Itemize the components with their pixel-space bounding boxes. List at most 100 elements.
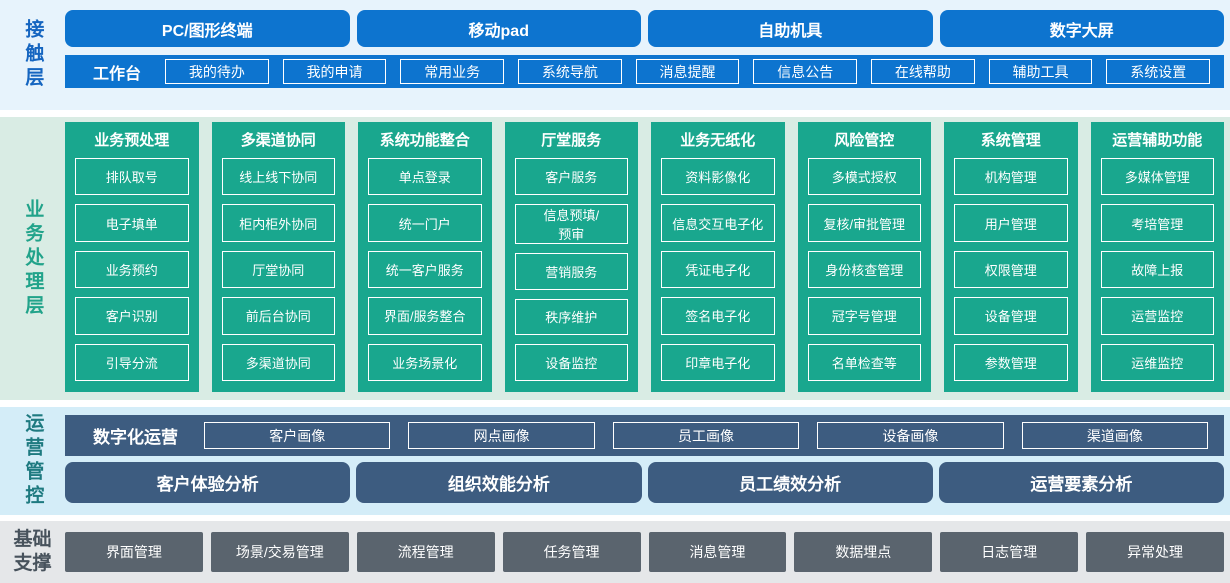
- terminal-box: PC/图形终端: [65, 10, 350, 47]
- digital-operations-label: 数字化运营: [93, 428, 178, 447]
- business-item-label: 信息交互电子化: [672, 216, 764, 232]
- business-item: 线上线下协同: [221, 158, 335, 196]
- business-column: 多渠道协同 线上线下协同 柜内柜外协同: [211, 122, 345, 392]
- foundation-box-label: 任务管理: [543, 544, 600, 560]
- business-item: 前后台协同: [221, 297, 335, 335]
- workbench-item: 我的申请: [282, 59, 387, 84]
- workbench-item-label: 常用业务: [424, 63, 481, 80]
- business-item: 秩序维护: [514, 298, 628, 336]
- business-item: 故障上报: [1100, 250, 1214, 289]
- operations-layer-band: 运营管控 数字化运营 客户画像 网点画像 员: [0, 407, 1230, 515]
- workbench-item-label: 系统导航: [541, 63, 598, 80]
- business-item-label: 客户识别: [105, 309, 158, 325]
- workbench-item-label: 在线帮助: [894, 63, 951, 80]
- business-column-title: 风险管控: [834, 132, 895, 149]
- business-item: 业务场景化: [368, 343, 482, 382]
- business-column: 系统管理 机构管理 用户管理 权: [944, 122, 1078, 392]
- business-column-title: 业务预处理: [94, 132, 170, 149]
- business-column-items: 机构管理 用户管理 权限管理 设备管理: [954, 158, 1068, 382]
- business-column-title: 业务无纸化: [680, 132, 756, 149]
- business-item-label: 名单检查等: [831, 355, 897, 371]
- operations-layer-label: 运营管控: [22, 413, 44, 509]
- business-item-label: 身份核查管理: [825, 263, 904, 279]
- business-column-items: 客户服务 信息预填/ 预审 营销服务 秩序维护: [514, 158, 628, 381]
- business-item: 界面/服务整合: [368, 297, 482, 335]
- business-columns: 业务预处理 排队取号 电子填单: [65, 117, 1230, 400]
- analysis-box-label: 运营要素分析: [1030, 475, 1133, 494]
- business-item: 营销服务: [514, 252, 628, 290]
- business-item: 运维监控: [1100, 343, 1214, 382]
- analysis-box-label: 组织效能分析: [447, 475, 550, 494]
- business-item: 用户管理: [954, 204, 1068, 242]
- workbench-item-label: 我的申请: [306, 63, 363, 80]
- foundation-box-label: 消息管理: [689, 544, 746, 560]
- business-item: 业务预约: [75, 250, 189, 289]
- business-item: 多媒体管理: [1100, 158, 1214, 196]
- business-item: 印章电子化: [661, 343, 775, 382]
- workbench-items: 我的待办 我的申请 常用业务 系统导航: [165, 59, 1211, 84]
- business-item: 信息预填/ 预审: [514, 203, 628, 244]
- contact-layer-band: 接触层 PC/图形终端 移动pad 自助机具: [0, 0, 1230, 110]
- analysis-box: 运营要素分析: [938, 462, 1224, 503]
- business-item-label: 排队取号: [105, 170, 158, 186]
- business-item-label: 故障上报: [1131, 263, 1184, 279]
- foundation-layer-band: 基础支撑 界面管理 场景/交易管理 流程管理 任务管理: [0, 521, 1230, 583]
- foundation-row: 界面管理 场景/交易管理 流程管理 任务管理 消息管理: [65, 521, 1230, 583]
- analysis-row: 客户体验分析 组织效能分析 员工绩效分析 运营要素分析: [65, 462, 1224, 503]
- business-column-items: 排队取号 电子填单 业务预约 客户识别: [75, 158, 189, 382]
- analysis-box: 员工绩效分析: [647, 462, 933, 503]
- digital-operations-bar: 数字化运营 客户画像 网点画像 员工画像: [65, 415, 1224, 456]
- business-column-title: 系统管理: [980, 132, 1041, 149]
- business-item-label: 前后台协同: [245, 309, 311, 325]
- business-item-label: 资料影像化: [685, 170, 751, 186]
- workbench-item-label: 消息提醒: [659, 63, 716, 80]
- business-item: 考培管理: [1100, 204, 1214, 242]
- business-item: 签名电子化: [661, 297, 775, 335]
- workbench-item-label: 信息公告: [777, 63, 834, 80]
- business-item-label: 多媒体管理: [1124, 170, 1190, 186]
- business-item: 客户服务: [514, 158, 628, 195]
- profile-item-label: 渠道画像: [1086, 427, 1143, 444]
- workbench-item: 信息公告: [753, 59, 858, 84]
- business-item-label: 柜内柜外协同: [239, 216, 318, 232]
- foundation-box: 日志管理: [940, 532, 1079, 572]
- business-column-items: 多媒体管理 考培管理 故障上报 运营监控: [1100, 158, 1214, 382]
- digital-operations-items: 客户画像 网点画像 员工画像 设备画像: [204, 422, 1209, 449]
- workbench-item: 辅助工具: [988, 59, 1093, 84]
- workbench-item-label: 我的待办: [188, 63, 245, 80]
- workbench-item: 消息提醒: [635, 59, 740, 84]
- profile-item: 渠道画像: [1021, 422, 1209, 449]
- business-item-label: 凭证电子化: [685, 263, 751, 279]
- business-item-label: 业务场景化: [392, 355, 458, 371]
- business-column-items: 多模式授权 复核/审批管理 身份核查管理 冠字: [807, 158, 921, 382]
- business-item-label: 营销服务: [545, 264, 598, 280]
- contact-layer-content: PC/图形终端 移动pad 自助机具 数字大屏 工作台: [65, 0, 1230, 110]
- analysis-box: 组织效能分析: [356, 462, 642, 503]
- business-item-label: 界面/服务整合: [383, 309, 466, 325]
- foundation-box-label: 异常处理: [1127, 544, 1184, 560]
- business-column: 业务无纸化 资料影像化 信息交互电子化: [651, 122, 785, 392]
- foundation-box: 任务管理: [502, 532, 641, 572]
- workbench-label: 工作台: [93, 65, 142, 83]
- business-item: 厅堂协同: [221, 250, 335, 289]
- business-item: 凭证电子化: [661, 250, 775, 289]
- business-item: 排队取号: [75, 158, 189, 196]
- profile-item-label: 员工画像: [678, 427, 735, 444]
- analysis-box-label: 员工绩效分析: [739, 475, 842, 494]
- business-item: 身份核查管理: [807, 250, 921, 289]
- business-column-title: 多渠道协同: [240, 132, 316, 149]
- profile-item: 设备画像: [817, 422, 1004, 449]
- business-item-label: 参数管理: [984, 355, 1037, 371]
- business-column-title: 系统功能整合: [379, 132, 470, 149]
- foundation-layer-label-text: 基础支撑: [13, 529, 52, 574]
- workbench-item: 我的待办: [165, 59, 269, 84]
- workbench-bar: 工作台 我的待办 我的申请 常用业务: [65, 55, 1224, 88]
- business-item-label: 客户服务: [545, 169, 598, 185]
- business-item-label: 权限管理: [984, 263, 1037, 279]
- analysis-box-label: 客户体验分析: [156, 475, 259, 494]
- business-item-label: 单点登录: [398, 170, 451, 186]
- business-item: 引导分流: [75, 343, 189, 382]
- business-item-label: 复核/审批管理: [823, 216, 906, 232]
- foundation-box-label: 场景/交易管理: [235, 544, 324, 560]
- business-column-items: 资料影像化 信息交互电子化 凭证电子化 签名电: [661, 158, 775, 382]
